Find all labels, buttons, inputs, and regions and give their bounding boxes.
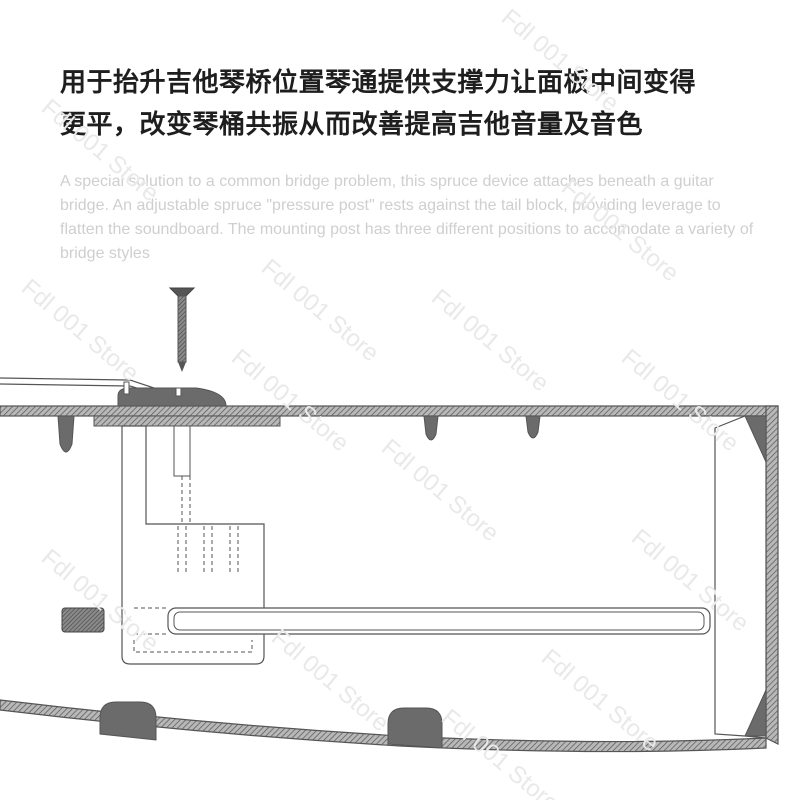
bridge-plate [93, 415, 281, 427]
tail-block [714, 405, 779, 745]
mounting-screw [168, 287, 196, 372]
description-text: A special solution to a common bridge pr… [60, 173, 754, 262]
headline-line-2: 更平，改变琴桶共振从而改善提高吉他音量及音色 [60, 110, 644, 140]
headline-line-1: 用于抬升吉他琴桥位置琴通提供支撑力让面板中间变得 [60, 68, 697, 98]
headline: 用于抬升吉他琴桥位置琴通提供支撑力让面板中间变得 更平，改变琴桶共振从而改善提高… [60, 62, 760, 146]
guitar-cross-section-diagram [0, 287, 779, 753]
mounting-positions [177, 526, 239, 574]
bridge-doctor-device [121, 425, 265, 665]
soundboard [0, 405, 779, 417]
pressure-post [167, 607, 711, 635]
brace-cross-section [61, 607, 105, 633]
soundboard-braces [57, 415, 541, 453]
guitar-bridge [117, 381, 227, 407]
back-braces [99, 701, 443, 749]
